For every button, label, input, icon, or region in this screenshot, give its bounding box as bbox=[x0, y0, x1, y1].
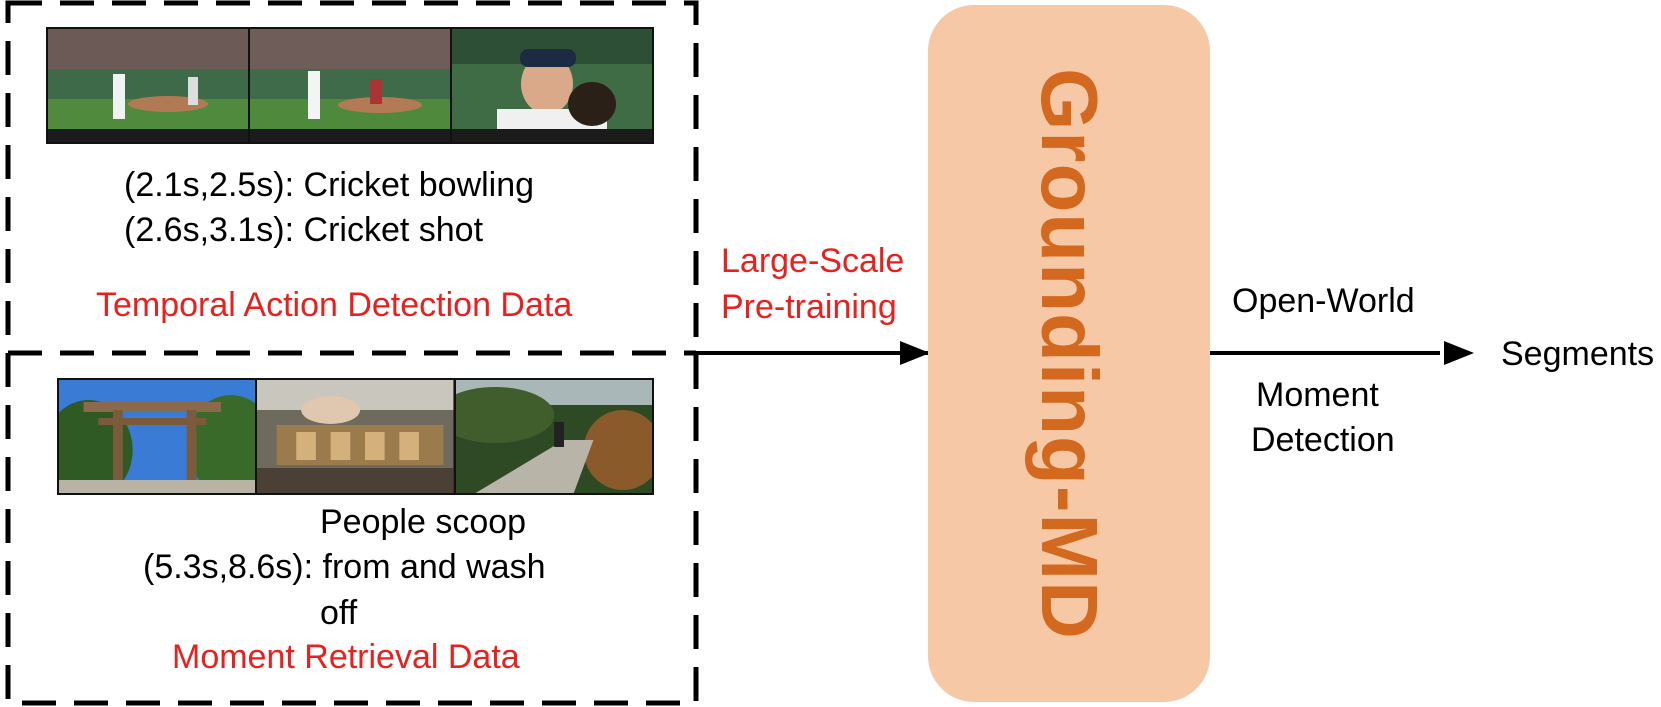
model-label: Grounding-MD bbox=[1025, 67, 1114, 640]
bottom-annotation-line-2: (5.3s,8.6s): from and wash bbox=[143, 548, 546, 586]
top-panel-title: Temporal Action Detection Data bbox=[96, 286, 573, 324]
water-basin-frame bbox=[257, 380, 456, 493]
top-annotation-line-1: (2.1s,2.5s): Cricket bowling bbox=[124, 166, 535, 204]
bottom-panel-title: Moment Retrieval Data bbox=[172, 638, 520, 676]
task-label-line-3: Detection bbox=[1251, 421, 1395, 459]
pitcher-closeup-frame bbox=[452, 29, 652, 142]
pretraining-label-line-1: Large-Scale bbox=[721, 242, 905, 280]
bottom-video-strip bbox=[57, 378, 654, 495]
garden-path-frame bbox=[455, 380, 652, 493]
output-arrowhead bbox=[1444, 341, 1474, 365]
baseball-pitch-frame bbox=[250, 29, 452, 142]
pretraining-label-line-2: Pre-training bbox=[721, 288, 897, 326]
pretraining-arrowhead bbox=[900, 341, 930, 365]
bottom-annotation-line-1: People scoop bbox=[320, 503, 527, 541]
grounding-md-model-box: Grounding-MD bbox=[928, 5, 1210, 702]
top-video-strip bbox=[46, 27, 654, 144]
task-label-line-2: Moment bbox=[1256, 376, 1379, 414]
baseball-pitch-frame bbox=[48, 29, 250, 142]
top-annotation-line-2: (2.6s,3.1s): Cricket shot bbox=[124, 211, 484, 249]
output-label: Segments bbox=[1501, 335, 1655, 373]
task-label-line-1: Open-World bbox=[1232, 282, 1415, 320]
bottom-annotation-line-3: off bbox=[320, 594, 358, 632]
shrine-gate-frame bbox=[59, 380, 258, 493]
